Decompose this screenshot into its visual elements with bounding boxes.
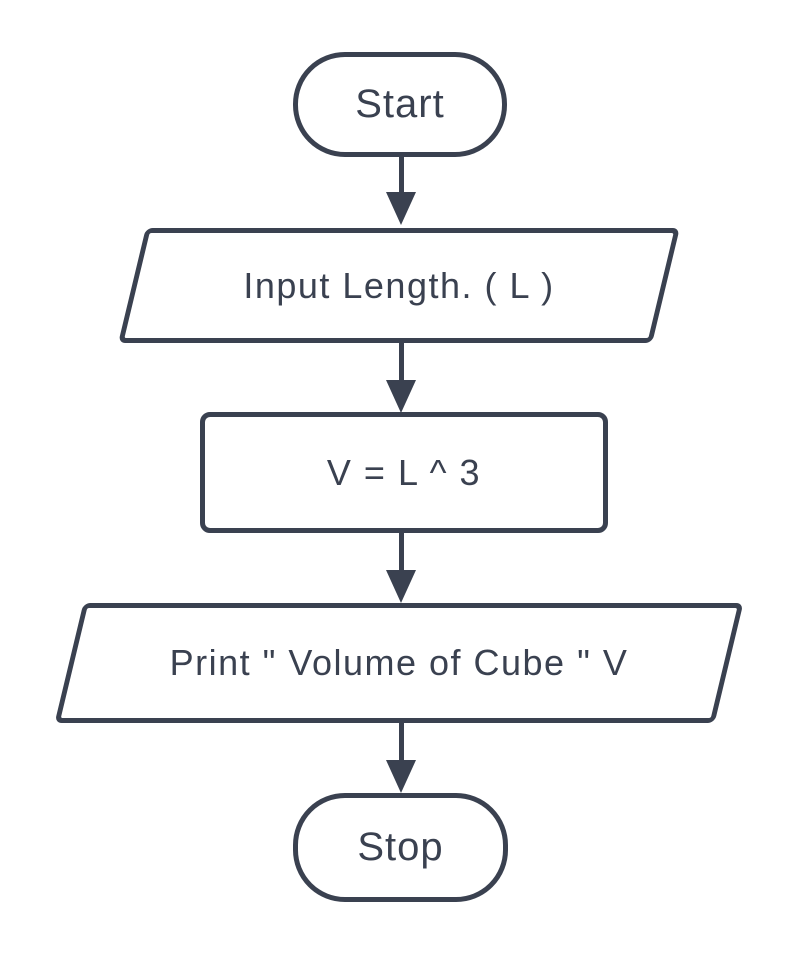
node-start-label: Start	[355, 82, 445, 126]
node-process-label: V = L ^ 3	[326, 451, 482, 493]
arrow-line	[398, 533, 404, 570]
arrow-line	[398, 343, 404, 380]
node-start: Start	[293, 52, 507, 157]
node-output: Print " Volume of Cube " V	[54, 603, 744, 723]
node-input-label: Input Length. ( L )	[243, 264, 555, 306]
terminator-shape	[293, 52, 507, 157]
arrow-down-head-icon	[386, 570, 416, 603]
arrow-line	[398, 157, 404, 192]
terminator-shape	[293, 793, 508, 902]
node-stop: Stop	[293, 793, 508, 902]
node-output-label: Print " Volume of Cube " V	[169, 642, 629, 683]
arrow-process-to-output	[386, 533, 416, 603]
arrow-output-to-stop	[386, 723, 416, 793]
arrow-start-to-input	[386, 157, 416, 225]
arrow-down-head-icon	[386, 760, 416, 793]
arrow-down-head-icon	[386, 380, 416, 413]
arrow-down-head-icon	[386, 192, 416, 225]
node-input: Input Length. ( L )	[118, 228, 680, 343]
arrow-line	[398, 723, 404, 760]
arrow-input-to-process	[386, 343, 416, 413]
node-stop-label: Stop	[357, 825, 444, 869]
rectangle-shape	[200, 412, 608, 533]
node-process: V = L ^ 3	[200, 412, 608, 533]
